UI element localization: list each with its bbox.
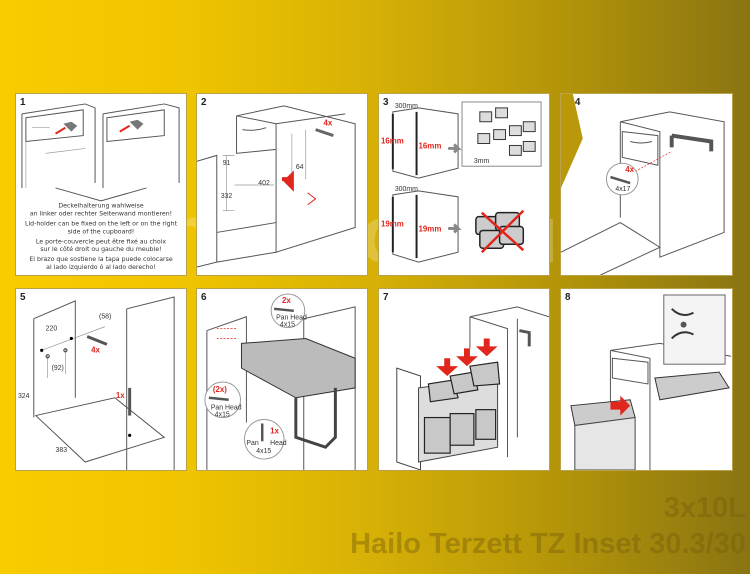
step-number: 4 <box>575 97 581 108</box>
dim-label: 383 <box>56 447 68 454</box>
step-number: 8 <box>565 292 571 303</box>
step-3-panel: 3 300mm 16mm 16mm 3mm 300mm 19mm 19mm <box>378 93 550 276</box>
caption-line: sur le côté droit ou gauche du meuble! <box>40 245 161 253</box>
step-2-panel: 2 91 332 402 64 4x <box>196 93 368 276</box>
caption-line: El brazo que sostiene la tapa puede colo… <box>29 256 172 263</box>
step-1-panel: 1 Deckelhalterung wahlweise an linker od… <box>15 93 187 276</box>
quantity-label: 2x <box>282 296 291 305</box>
caption-line: Deckelhalterung wahlweise <box>58 203 144 210</box>
dim-label: 300mm <box>395 103 418 110</box>
arrow-down-icon <box>436 338 498 377</box>
step-number: 7 <box>383 292 389 303</box>
caption-line: Lid-holder can be fixed on the left or o… <box>25 221 178 228</box>
step-number: 3 <box>383 97 389 108</box>
dim-label: 300mm <box>395 186 418 193</box>
step-number: 5 <box>20 292 26 303</box>
dim-label: (92) <box>52 365 64 372</box>
dim-label: 324 <box>18 393 30 400</box>
caption-line: side of the cupboard! <box>68 228 135 235</box>
dim-label: 332 <box>221 193 233 200</box>
caption-line: al lado izquierdo ó al lado derecho! <box>46 263 156 271</box>
screw-size-label: 4x15 <box>215 412 230 419</box>
caption-line: Le porte-couvercle peut être fixé au cho… <box>36 237 166 245</box>
screw-size-label: 4x17 <box>615 186 630 193</box>
screw-type-label: Pan Head <box>276 315 307 322</box>
dim-label: 16mm <box>419 141 442 150</box>
step-7-panel: 7 <box>378 288 550 471</box>
cross-mark-icon <box>480 209 525 254</box>
screw-icon <box>273 307 294 313</box>
step-number: 1 <box>20 97 26 108</box>
dim-label: 220 <box>46 326 58 333</box>
quantity-label: 1x <box>116 391 125 400</box>
dim-label: 19mm <box>381 220 404 229</box>
chevron-arrow-icon <box>561 94 583 188</box>
quantity-label: 4x <box>625 165 634 174</box>
screw-size-label: 4x15 <box>280 322 295 329</box>
step-6-panel: 6 2x Pan Head 4x15 (2x) Pan Head 4x15 1x… <box>196 288 368 471</box>
screw-icon <box>610 175 631 185</box>
dim-label: 402 <box>258 180 270 187</box>
dim-label: 19mm <box>419 224 442 233</box>
dim-label: 3mm <box>474 158 490 165</box>
step-8-panel: 8 <box>560 288 733 471</box>
quantity-label: 4x <box>324 119 333 128</box>
product-size: 3x10L <box>663 492 746 524</box>
arrow-right-icon <box>610 395 631 416</box>
caption-line: an linker oder rechter Seitenwand montie… <box>30 211 172 218</box>
product-name: Hailo Terzett TZ Inset 30.3/30 <box>350 528 746 560</box>
screw-icon <box>208 396 229 401</box>
step-number: 2 <box>201 97 207 108</box>
dim-label: (58) <box>99 314 111 321</box>
step-number: 6 <box>201 292 207 303</box>
screw-type-label: Pan <box>246 440 258 447</box>
quantity-label: 4x <box>91 345 100 354</box>
step-4-panel: 4 4x 4x17 <box>560 93 733 276</box>
quantity-label: (2x) <box>213 385 227 394</box>
dim-label: 91 <box>223 160 231 167</box>
screw-type-label: Pan Head <box>211 405 242 412</box>
dim-label: 64 <box>296 164 304 171</box>
dim-label: 16mm <box>381 136 404 145</box>
quantity-label: 1x <box>270 426 279 435</box>
screw-size-label: 4x15 <box>256 448 271 455</box>
detail-inset <box>663 294 726 365</box>
step-5-panel: 5 220 (58) (92) 324 383 4x 1x <box>15 288 187 471</box>
screw-type-label: Head <box>270 440 287 447</box>
